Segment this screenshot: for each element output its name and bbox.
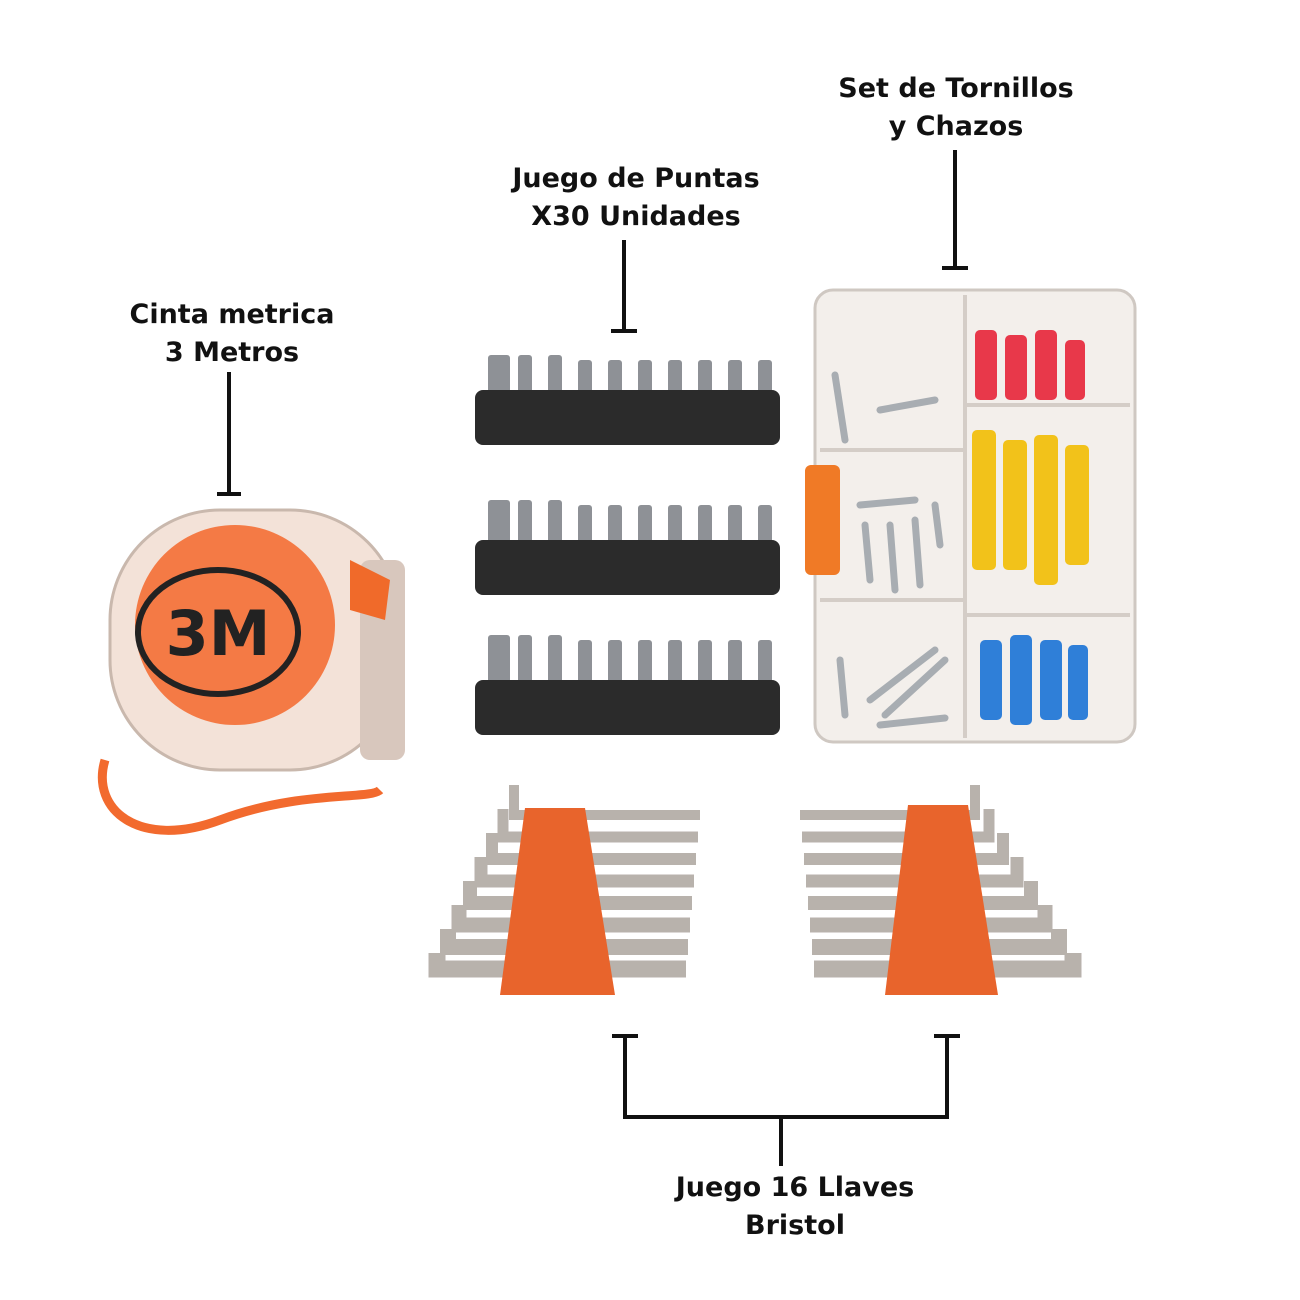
hex-key-holder-left [500,808,615,995]
tape-measure-label: Cinta metrica 3 Metros [130,296,335,372]
bits-callout-line [611,240,637,333]
screw-set-label: Set de Tornillos y Chazos [838,70,1073,146]
bit-set-image [475,355,780,735]
bit-set-label-line2: X30 Unidades [531,201,741,232]
hex-keys-label-line2: Bristol [745,1210,845,1241]
hexkeys-callout-bracket [612,1034,960,1166]
callout-lines [217,150,968,1166]
tape-measure-image: 3M [97,508,405,835]
screw-set-label-line1: Set de Tornillos [838,73,1074,104]
hex-key-holder-right [885,805,998,995]
brand-logo: 3M [166,597,271,670]
hex-keys-image [428,785,1082,995]
bit-holder [475,540,780,595]
bit-holder [475,390,780,445]
hex-keys-label-line1: Juego 16 Llaves [675,1172,915,1203]
bit-holder [475,680,780,735]
bit-set-label-line1: Juego de Puntas [512,163,760,194]
screws-callout-line [942,150,968,270]
tape-measure-label-line2: 3 Metros [164,337,300,368]
bit-set-label: Juego de Puntas X30 Unidades [512,160,759,236]
screw-organizer-image [805,288,1137,744]
tape-callout-line [217,372,241,496]
screw-set-label-line2: y Chazos [888,111,1024,142]
hex-keys-label: Juego 16 Llaves Bristol [676,1169,915,1245]
tape-measure-label-line1: Cinta metrica [129,299,335,330]
